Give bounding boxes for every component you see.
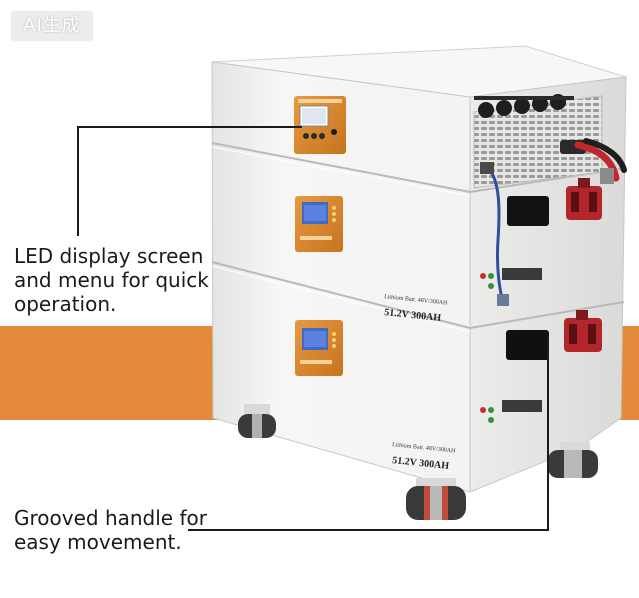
control-panel-top — [294, 96, 346, 154]
callout-grooved-handle: Grooved handle for easy movement. — [14, 506, 214, 554]
callout-line: and menu for quick — [14, 268, 209, 292]
callout-line: LED display screen — [14, 244, 204, 268]
callout-led-display: LED display screen and menu for quick op… — [14, 244, 214, 316]
callout-line: operation. — [14, 292, 117, 316]
wheel-back-right — [548, 442, 598, 478]
control-panel-bottom — [295, 320, 343, 376]
ai-generated-badge: AI生成 — [10, 10, 94, 42]
port-sockets — [474, 94, 574, 118]
callout-line: easy movement. — [14, 530, 182, 554]
power-cables — [560, 138, 627, 184]
control-panel-middle — [295, 196, 343, 252]
handle-grip-upper — [507, 196, 549, 226]
status-ports-upper — [480, 268, 542, 289]
communication-cable — [486, 166, 505, 305]
module-seam-2 — [211, 261, 471, 329]
callout-line: Grooved handle for — [14, 506, 207, 530]
red-connector-lower — [564, 310, 602, 352]
red-connector-upper — [566, 178, 602, 220]
grooved-handle — [506, 330, 549, 360]
